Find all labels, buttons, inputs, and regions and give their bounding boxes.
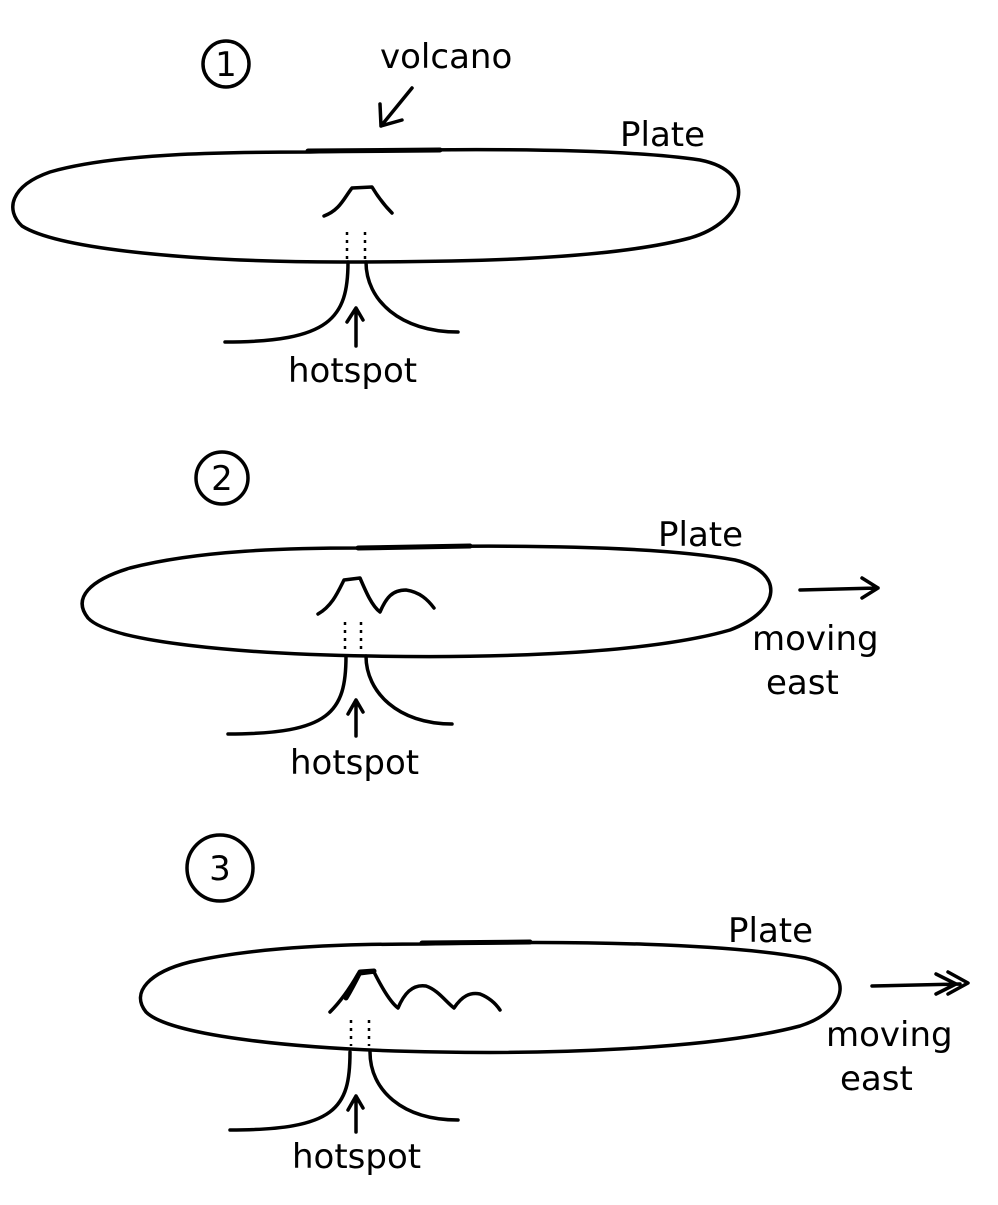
volcano-old [316,576,436,616]
volcano [322,185,394,218]
hotspot-arrow [345,306,365,348]
step-number: 2 [211,459,233,499]
plate [11,147,741,264]
plate-label: Plate [620,115,705,155]
plate [138,940,842,1055]
plate-label: Plate [728,911,813,951]
step-number: 1 [215,45,237,85]
volcano-peak-thick [343,968,377,1001]
plume-right [364,654,454,726]
hotspot-label: hotspot [290,743,419,783]
plate-edge-thick [305,147,443,154]
step-number-circle [194,450,250,506]
plate-edge-thick [355,543,473,551]
motion-label-line1: moving [752,619,879,659]
motion-label-line1: moving [826,1015,953,1055]
plume-right [364,260,460,334]
step-number-circle [201,39,251,89]
plume-right [368,1050,460,1122]
hotspot-label: hotspot [292,1137,421,1177]
motion-label-line2: east [766,663,839,703]
plate-label: Plate [658,515,743,555]
plume-left [223,260,350,344]
volcano-label: volcano [380,37,512,77]
panel-3: 3 Plate hotspot moving east [138,833,970,1177]
hotspot-arrow [346,698,365,738]
hotspot-label: hotspot [288,351,417,391]
plate [80,544,773,659]
panel-2: 2 Plate hotspot moving east [80,450,880,783]
motion-label-line2: east [840,1059,913,1099]
step-number-circle [185,833,255,903]
motion-arrow [870,970,970,996]
plume-left [228,1050,352,1132]
panel-1: 1 volcano Plate hotspot [11,37,741,391]
plume-left [226,654,348,736]
hotspot-arrow [346,1094,365,1134]
plate-edge-thick [419,939,533,946]
step-number: 3 [209,849,231,889]
motion-arrow [798,576,880,600]
volcano-pointer-arrow [378,86,414,128]
